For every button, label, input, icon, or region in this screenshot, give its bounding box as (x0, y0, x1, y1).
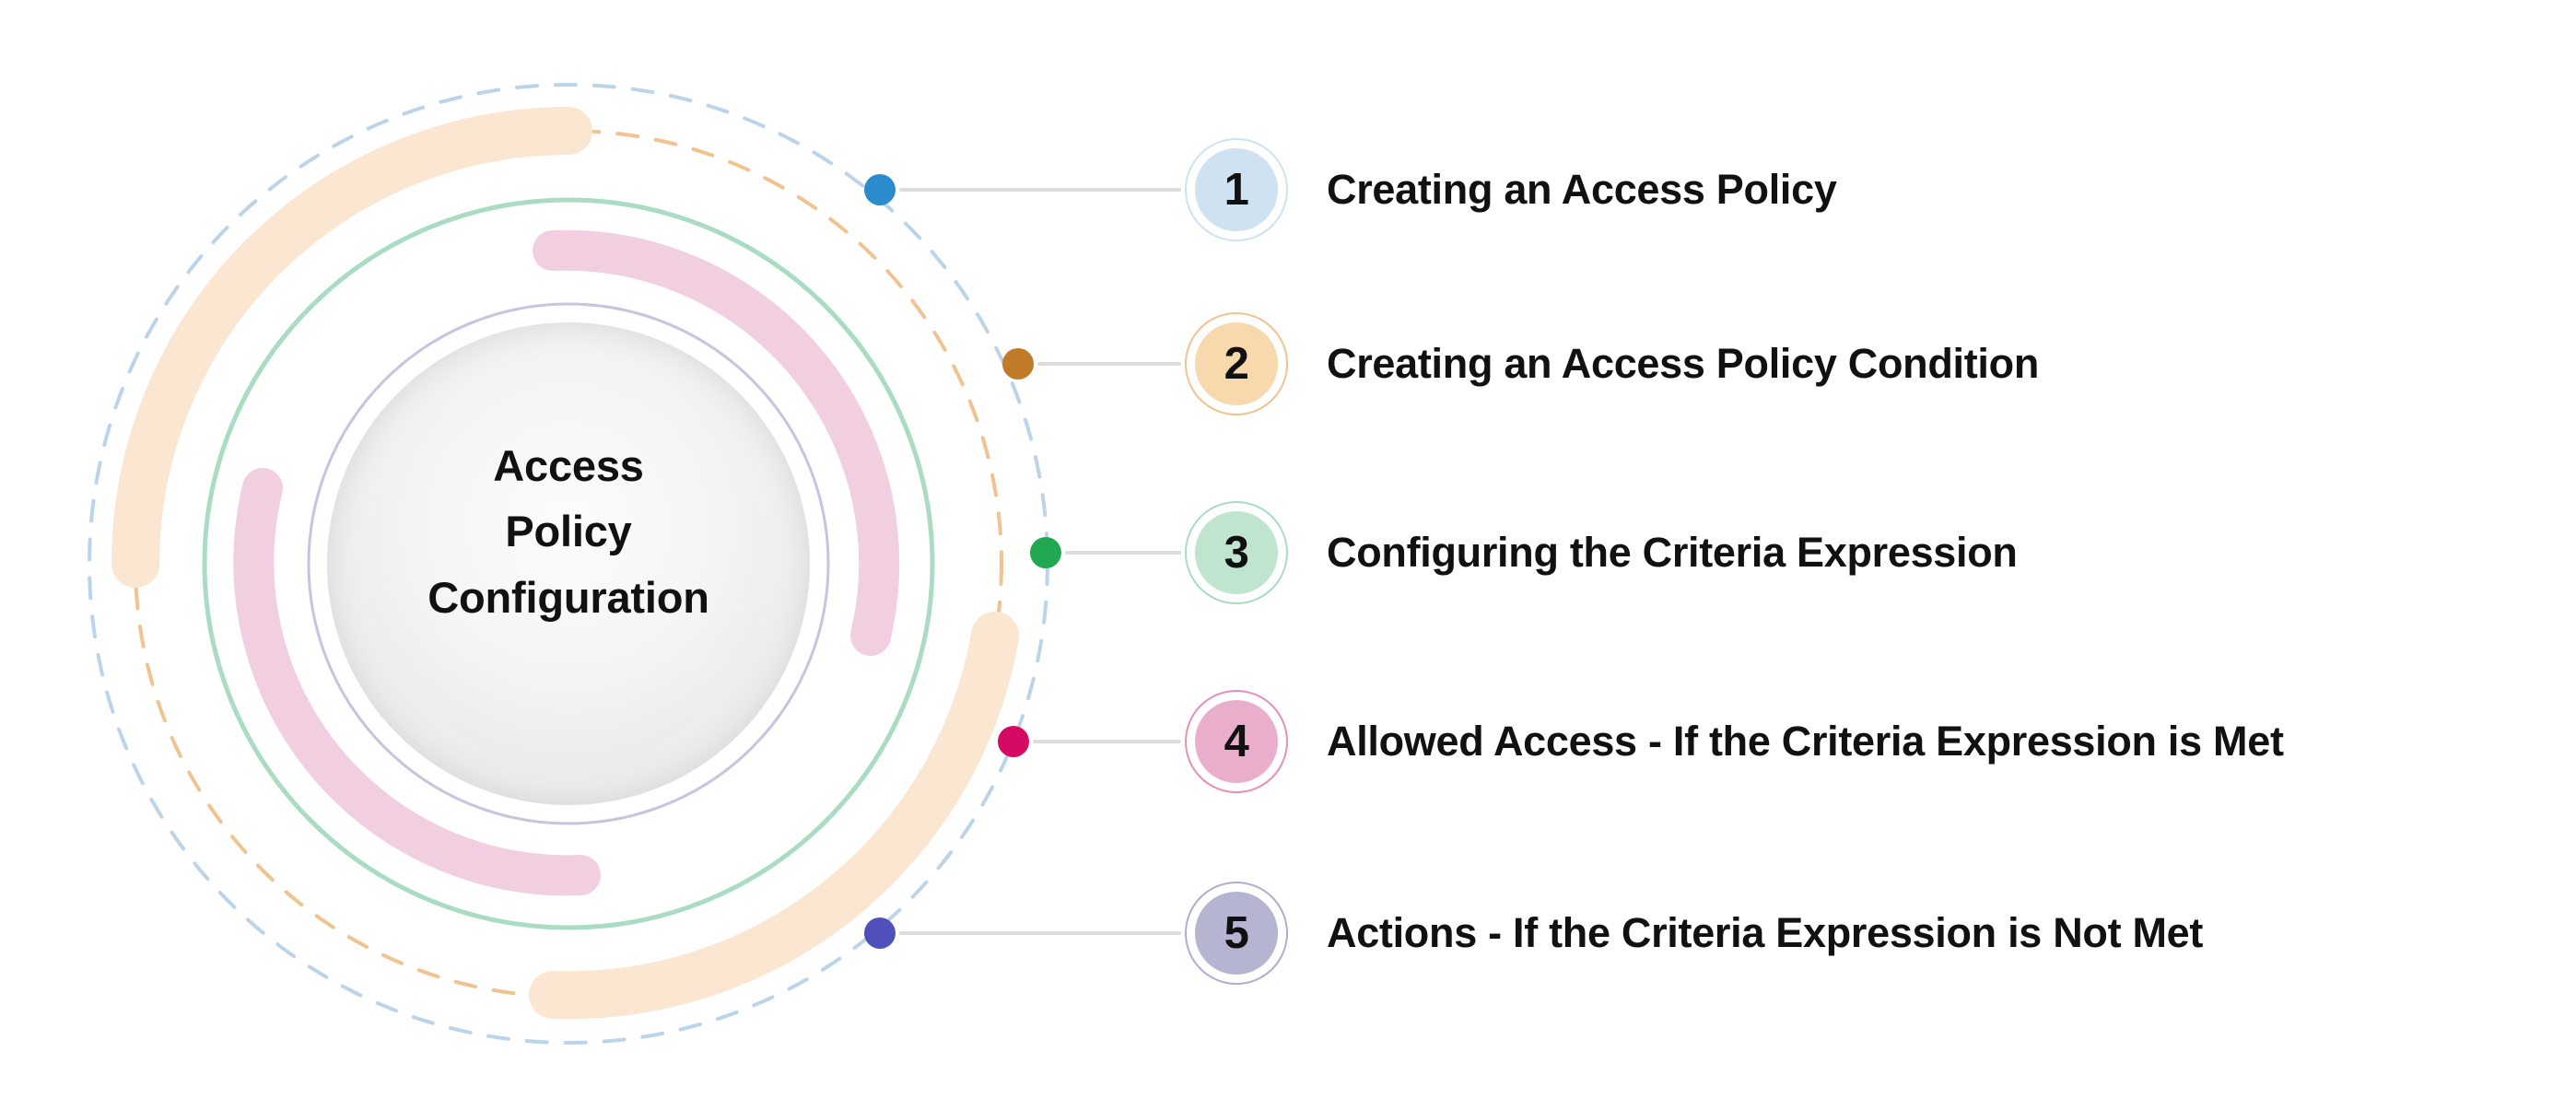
step-label-1: Creating an Access Policy (1327, 166, 1837, 213)
step-badge-2[interactable]: 2 (1185, 312, 1288, 415)
step-label-2: Creating an Access Policy Condition (1327, 340, 2040, 387)
step-dot-1 (864, 174, 896, 205)
step-dot-2 (1002, 348, 1034, 380)
step-label-3: Configuring the Criteria Expression (1327, 529, 2018, 576)
step-number-2: 2 (1195, 322, 1278, 405)
green-ring (202, 197, 935, 930)
step-connector-4 (1033, 740, 1181, 743)
step-number-5: 5 (1195, 892, 1278, 975)
step-label-5: Actions - If the Criteria Expression is … (1327, 909, 2204, 956)
step-dot-5 (864, 917, 896, 949)
step-number-3: 3 (1195, 511, 1278, 594)
step-connector-1 (899, 188, 1181, 192)
step-connector-2 (1037, 362, 1181, 366)
peach-arc-lower (529, 612, 1019, 1020)
pink-arc-upper (533, 229, 900, 656)
step-connector-3 (1065, 551, 1181, 555)
peach-arc-upper (111, 107, 592, 588)
purple-ring (307, 302, 830, 825)
step-number-4: 4 (1195, 700, 1278, 783)
step-dot-4 (998, 726, 1029, 757)
step-dot-3 (1030, 537, 1061, 568)
step-badge-3[interactable]: 3 (1185, 501, 1288, 604)
step-badge-4[interactable]: 4 (1185, 690, 1288, 793)
center-disc-halo (327, 322, 810, 805)
step-number-1: 1 (1195, 148, 1278, 231)
step-connector-5 (899, 931, 1181, 935)
pink-arc-lower (233, 468, 601, 896)
step-badge-5[interactable]: 5 (1185, 882, 1288, 985)
step-badge-1[interactable]: 1 (1185, 138, 1288, 241)
step-label-4: Allowed Access - If the Criteria Express… (1327, 718, 2284, 765)
